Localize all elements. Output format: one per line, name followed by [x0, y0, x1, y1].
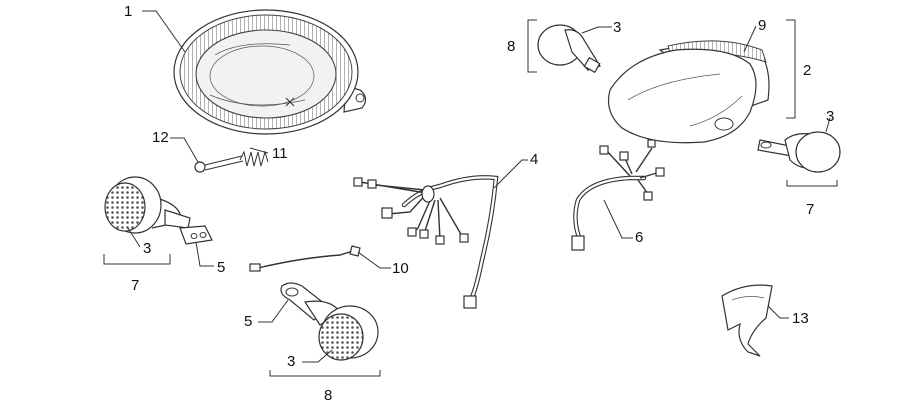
wiring-harness-part-4 — [353, 175, 499, 309]
wire-part-10 — [249, 245, 361, 272]
group-brackets — [103, 19, 838, 377]
callout-11: 11 — [272, 145, 288, 162]
callout-9: 9 — [758, 17, 766, 34]
callout-2: 2 — [803, 62, 811, 79]
turn-indicator-bottom — [280, 282, 379, 361]
callout-6: 6 — [635, 229, 643, 246]
callout-4: 4 — [530, 151, 538, 168]
callout-3c: 3 — [826, 108, 834, 125]
callout-7b: 7 — [806, 201, 814, 218]
bracket-part-13 — [721, 284, 773, 357]
turn-indicator-top — [537, 24, 601, 74]
headlamp-part-1 — [173, 9, 367, 135]
callout-3a: 3 — [143, 240, 151, 257]
callout-10: 10 — [392, 260, 409, 277]
leader-lines — [127, 10, 831, 363]
tail-lamp-part-9 — [607, 40, 770, 144]
callout-12: 12 — [152, 129, 169, 146]
callout-3d: 3 — [287, 353, 295, 370]
callout-5b: 5 — [244, 313, 252, 330]
callout-5a: 5 — [217, 259, 225, 276]
callout-numbers: 1 2 3 3 3 3 4 5 5 6 7 7 8 8 9 10 11 12 1… — [124, 3, 834, 404]
wiring-harness-part-6 — [571, 139, 665, 251]
callout-8b: 8 — [324, 387, 332, 404]
callout-8a: 8 — [507, 38, 515, 55]
rubber-spacer-part-5-left — [179, 225, 213, 245]
callout-13: 13 — [792, 310, 809, 327]
turn-indicator-left-front — [104, 176, 191, 234]
callout-7a: 7 — [131, 277, 139, 294]
screw-part-12 — [194, 155, 244, 173]
turn-indicator-right — [757, 131, 841, 173]
spring-part-11 — [239, 150, 269, 167]
callout-3b: 3 — [613, 19, 621, 36]
callout-1: 1 — [124, 3, 132, 20]
